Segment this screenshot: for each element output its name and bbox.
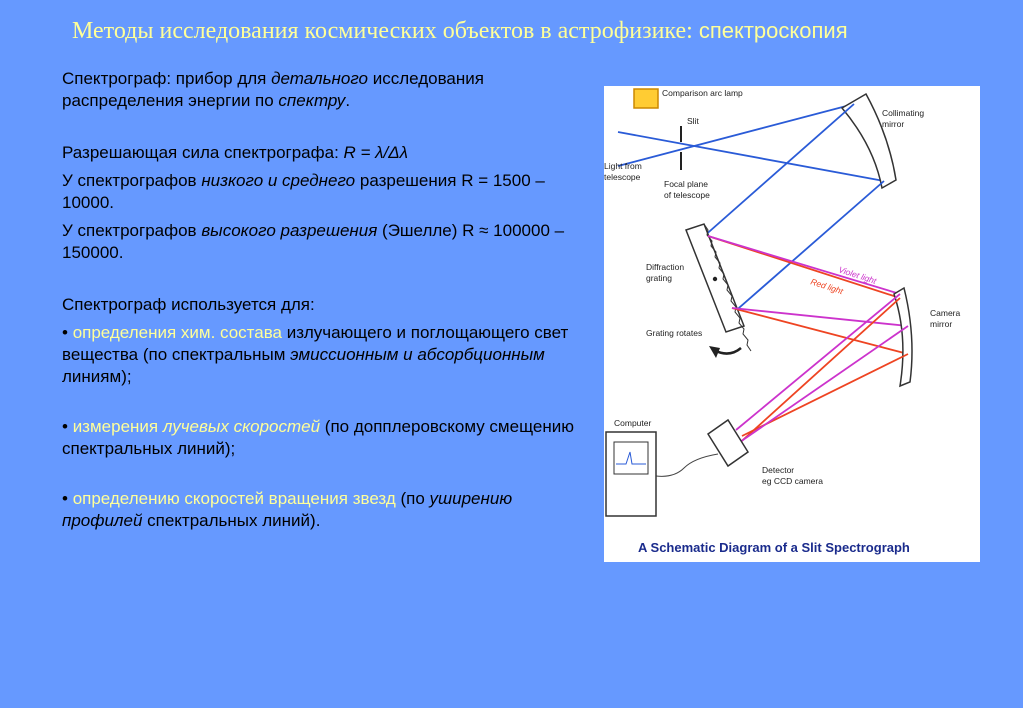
- label-ccd-camera: eg CCD camera: [762, 476, 823, 486]
- detector: [706, 418, 750, 468]
- label-diffraction: Diffraction: [646, 262, 684, 272]
- diagram-caption: A Schematic Diagram of a Slit Spectrogra…: [638, 540, 910, 555]
- spectrograph-svg: Comparison arc lamp Slit Light from tele…: [604, 88, 961, 555]
- label-slit: Slit: [687, 116, 699, 126]
- ray-collimated-2: [731, 180, 885, 315]
- slide-body: Спектрограф: прибор для детального иссле…: [62, 68, 582, 532]
- label-of-telescope: of telescope: [664, 190, 710, 200]
- label-computer: Computer: [614, 418, 651, 428]
- label-grating-rotates: Grating rotates: [646, 328, 702, 338]
- comparison-lamp: [633, 88, 659, 109]
- ray-incoming-1: [617, 131, 885, 182]
- paragraph-high-resolution: У спектрографов высокого разрешения (Эше…: [62, 221, 565, 262]
- title-tail: спектроскопия: [698, 18, 848, 43]
- collimating-mirror: [840, 92, 897, 190]
- cable: [655, 453, 719, 477]
- ray-collimated-1: [701, 103, 855, 239]
- title-main: Методы исследования космических объектов…: [72, 18, 699, 44]
- paragraph-usage: Спектрограф используется для:: [62, 295, 315, 314]
- label-focal-plane: Focal plane: [664, 179, 708, 189]
- computer-screen: [613, 441, 649, 475]
- paragraph-low-resolution: У спектрографов низкого и среднего разре…: [62, 171, 545, 212]
- bullet-rotation: • определению скоростей вращения звезд (…: [62, 489, 513, 530]
- bullet-composition: • определения хим. состава излучающего и…: [62, 323, 569, 386]
- label-camera-mirror: mirror: [930, 319, 952, 329]
- slide-title: Методы исследования космических объектов…: [72, 18, 1012, 45]
- ray-red-3: [733, 297, 901, 449]
- ray-violet-2: [731, 307, 909, 327]
- label-light-from: Light from: [604, 161, 642, 171]
- label-camera: Camera: [930, 308, 961, 318]
- diffraction-grating: [685, 223, 752, 352]
- label-collimating-mirror: mirror: [882, 119, 904, 129]
- paragraph-definition: Спектрограф: прибор для детального иссле…: [62, 69, 484, 110]
- label-grating: grating: [646, 273, 672, 283]
- label-telescope: telescope: [604, 172, 641, 182]
- ray-incoming-2: [617, 103, 855, 167]
- label-collimating: Collimating: [882, 108, 924, 118]
- spectrum-trace-icon: [616, 451, 646, 465]
- ray-violet-3: [735, 293, 901, 431]
- bullet-radial-velocity: • измерения лучевых скоростей (по доппле…: [62, 417, 574, 458]
- ray-violet-4: [739, 325, 909, 443]
- label-lamp: Comparison arc lamp: [662, 88, 743, 98]
- camera-mirror: [893, 286, 913, 388]
- paragraph-resolution: Разрешающая сила спектрографа: R = λ/Δλ: [62, 143, 409, 162]
- label-detector: Detector: [762, 465, 794, 475]
- label-violet-light: Violet light: [837, 264, 878, 286]
- rotation-arrowhead: [709, 346, 720, 358]
- ray-violet-1: [707, 235, 901, 295]
- spectrograph-diagram: Comparison arc lamp Slit Light from tele…: [604, 86, 980, 562]
- resolution-formula: R = λ/Δλ: [343, 143, 409, 162]
